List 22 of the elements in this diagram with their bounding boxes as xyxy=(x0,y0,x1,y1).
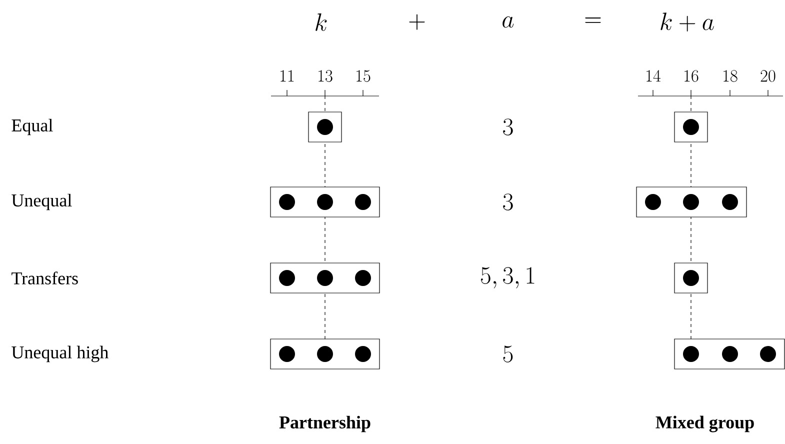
column-label: Partnership xyxy=(279,416,370,432)
tick-label: $11$ xyxy=(280,70,294,82)
row-label: Equal xyxy=(12,118,53,136)
value-label: $5, 3, 1$ xyxy=(481,267,534,288)
equation-symbol: $a$ xyxy=(502,16,514,28)
row-label: Unequal high xyxy=(12,346,108,362)
equation-symbol: $=$ xyxy=(585,18,601,23)
tick-label: $16$ xyxy=(684,70,698,82)
equation-symbol: $k$ xyxy=(316,13,327,31)
value-label: $5$ xyxy=(503,346,513,362)
tick-label: $15$ xyxy=(356,70,370,82)
column-label: Mixed group xyxy=(656,416,754,432)
row-label: Transfers xyxy=(12,272,78,284)
value-label: $3$ xyxy=(503,118,513,136)
tick-label: $20$ xyxy=(760,70,776,82)
tick-label: $18$ xyxy=(724,70,738,82)
equation-symbol: $k + a$ xyxy=(660,12,714,32)
row-label: Unequal xyxy=(12,194,72,210)
value-label: $3$ xyxy=(503,194,513,210)
equation-symbol: $+$ xyxy=(409,14,425,30)
tick-label: $13$ xyxy=(318,70,332,82)
tick-label: $14$ xyxy=(646,70,661,82)
